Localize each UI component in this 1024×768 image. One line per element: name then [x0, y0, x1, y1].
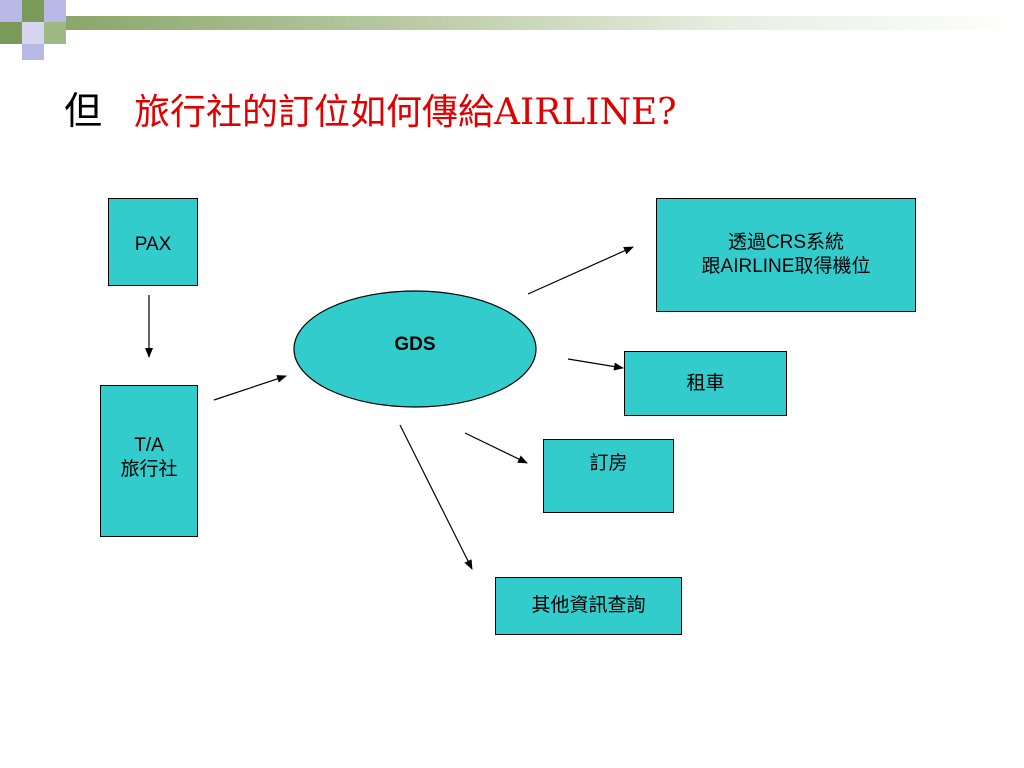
header-square [22, 0, 44, 22]
slide-title: 但 旅行社的訂位如何傳給AIRLINE? [64, 80, 677, 133]
node-crs-line-2: 跟AIRLINE取得機位 [701, 256, 871, 277]
node-other-text: 其他資訊查詢 [531, 595, 646, 616]
node-travel-agency: T/A 旅行社 [100, 385, 198, 537]
arrow-gds-to-other [399, 424, 473, 570]
node-ta-line-1: T/A [134, 435, 164, 456]
title-bullet: 但 [64, 89, 103, 133]
gds-ellipse [293, 290, 537, 408]
arrow-gds-to-crs [527, 246, 634, 295]
arrow-gds-to-hotel [464, 432, 528, 464]
header-gradient-bar [60, 16, 1024, 30]
header-square [22, 44, 44, 60]
arrow-ta-to-gds [213, 375, 287, 401]
header-square [0, 0, 22, 22]
node-hotel-text: 訂房 [589, 453, 628, 474]
arrow-gds-to-car [567, 358, 624, 371]
header-decoration [0, 0, 1024, 60]
node-pax: PAX [108, 198, 198, 286]
header-square [22, 22, 44, 44]
header-square [44, 22, 66, 44]
node-car-rental: 租車 [624, 351, 787, 416]
node-ta-line-2: 旅行社 [120, 459, 178, 480]
node-pax-text: PAX [134, 234, 172, 255]
node-crs-line-1: 透過CRS系統 [727, 232, 845, 253]
gds-label: GDS [394, 334, 436, 355]
node-car-text: 租車 [686, 373, 725, 394]
node-other-info: 其他資訊查詢 [495, 577, 682, 635]
title-text: 旅行社的訂位如何傳給AIRLINE? [134, 92, 677, 133]
node-crs: 透過CRS系統 跟AIRLINE取得機位 [656, 198, 916, 312]
header-square [0, 22, 22, 44]
header-square [44, 0, 66, 22]
node-hotel: 訂房 [543, 439, 674, 513]
